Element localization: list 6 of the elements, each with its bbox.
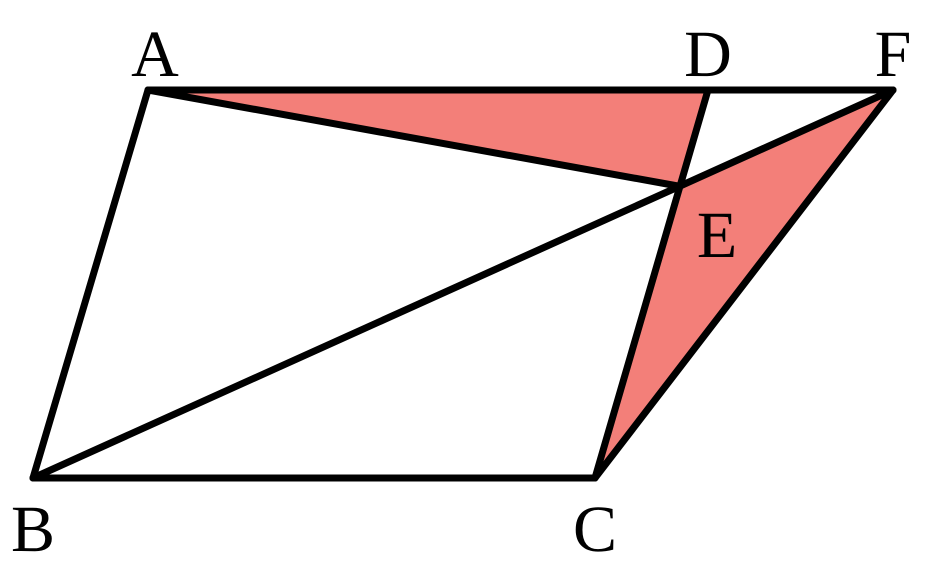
point-label: E (696, 203, 738, 269)
point-label: F (874, 22, 912, 88)
point-label: D (684, 22, 732, 88)
point-label: A (131, 22, 179, 88)
point-label: C (572, 497, 618, 563)
point-label: B (10, 497, 56, 563)
